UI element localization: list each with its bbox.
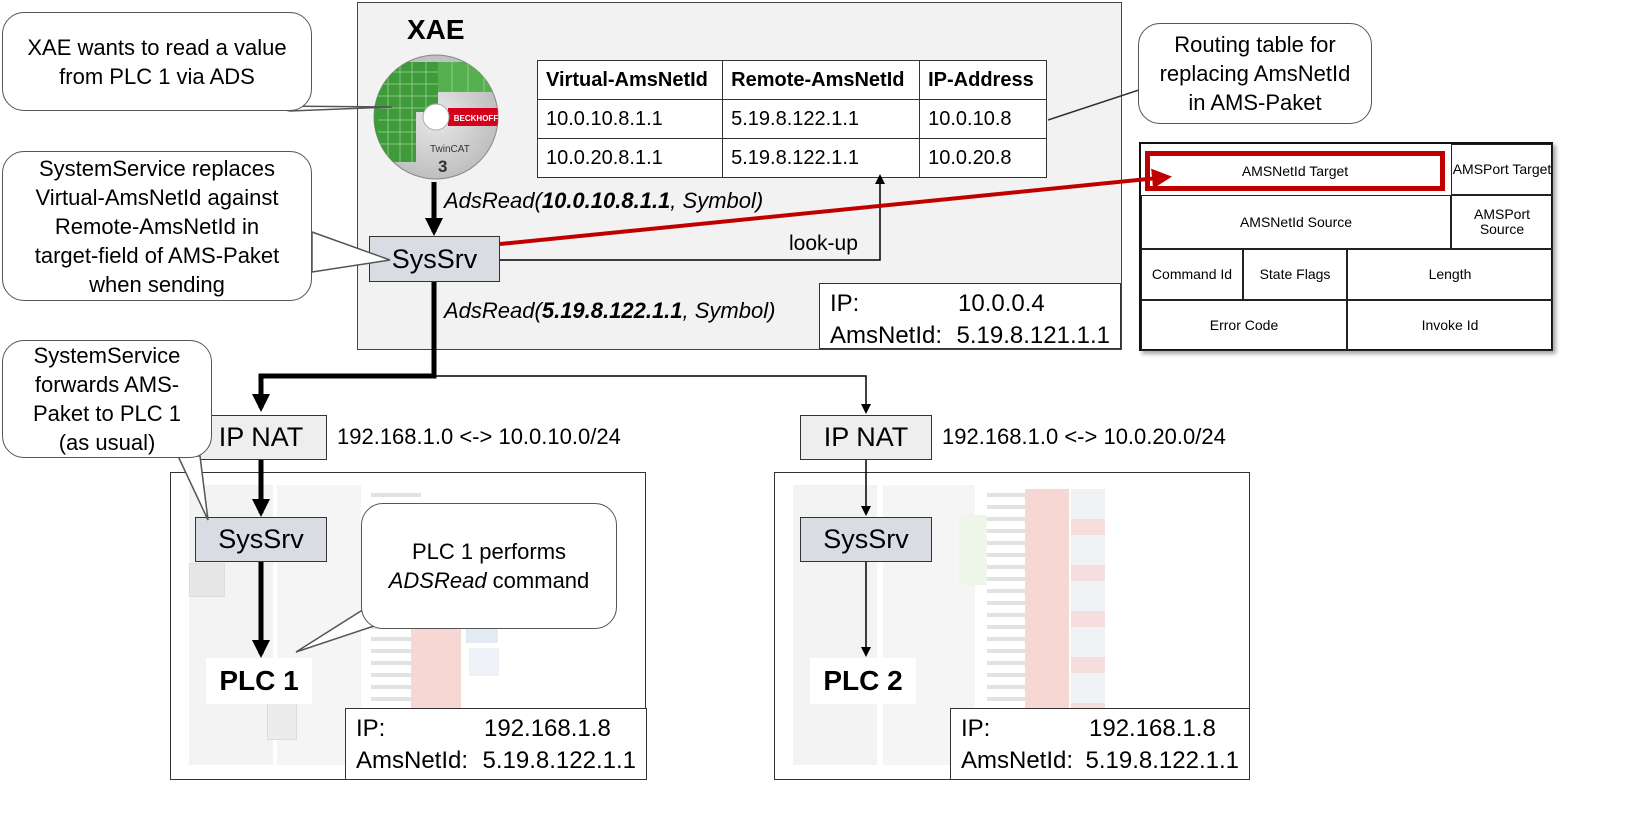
routing-header-ip: IP-Address (919, 60, 1047, 100)
xae-sysserv-box: SysSrv (369, 236, 500, 282)
xae-title: XAE (407, 14, 465, 45)
routing-cell: 10.0.20.8.1.1 (536, 138, 724, 178)
ip-value: 10.0.0.4 (958, 290, 1045, 317)
lookup-label: look-up (789, 232, 858, 255)
ams-invoke-id: Invoke Id (1347, 300, 1553, 351)
routing-table: Virtual-AmsNetId Remote-AmsNetId IP-Addr… (536, 60, 1047, 178)
plc2-nat-box: IP NAT (800, 415, 932, 460)
plc1-nat-box: IP NAT (195, 415, 327, 460)
callout-sysservice-replaces: SystemService replaces Virtual-AmsNetId … (2, 151, 312, 301)
plc2-sysserv-label: SysSrv (823, 524, 909, 554)
twincat-cd-icon: BECKHOFF TwinCAT 3 (373, 54, 499, 180)
ip-label: IP: (830, 290, 860, 317)
ads-read-remote: AdsRead(5.19.8.122.1.1, Symbol) (444, 298, 776, 323)
svg-text:BECKHOFF: BECKHOFF (454, 114, 499, 123)
xae-sysserv-label: SysSrv (391, 243, 478, 274)
ams-amsport-source: AMSPort Source (1451, 195, 1553, 249)
plc2-sysserv-box: SysSrv (800, 517, 932, 562)
routing-cell: 5.19.8.122.1.1 (722, 138, 921, 178)
plc1-sysserv-box: SysSrv (195, 517, 327, 562)
ams-command-id: Command Id (1141, 249, 1243, 300)
routing-cell: 10.0.10.8.1.1 (536, 99, 724, 139)
routing-header-virtual: Virtual-AmsNetId (536, 60, 724, 100)
plc2-nat-mapping: 192.168.1.0 <-> 10.0.20.0/24 (942, 424, 1226, 449)
routing-cell: 10.0.10.8 (919, 99, 1047, 139)
routing-header-remote: Remote-AmsNetId (722, 60, 921, 100)
ams-amsport-target: AMSPort Target (1451, 144, 1553, 195)
plc2-nat-label: IP NAT (823, 422, 909, 452)
sysserv-to-nat2-arrow (434, 375, 871, 414)
plc2-ip-box: IP:192.168.1.8 AmsNetId:5.19.8.122.1.1 (950, 708, 1250, 780)
ams-header-frame: AMSPort Target AMSNetId Source AMSPort S… (1139, 142, 1553, 351)
callout-routing-table: Routing table for replacing AmsNetId in … (1138, 23, 1372, 124)
plc2-label: PLC 2 (810, 658, 916, 704)
callout-plc1-performs: PLC 1 performs ADSRead command (361, 503, 617, 629)
routing-cell: 10.0.20.8 (919, 138, 1047, 178)
plc1-nat-mapping: 192.168.1.0 <-> 10.0.10.0/24 (337, 424, 621, 449)
amsnetid-value: 5.19.8.121.1.1 (956, 322, 1110, 349)
ams-error-code: Error Code (1141, 300, 1347, 351)
svg-text:3: 3 (438, 157, 447, 176)
ams-state-flags: State Flags (1243, 249, 1347, 300)
plc1-nat-label: IP NAT (218, 422, 304, 452)
ams-length: Length (1347, 249, 1553, 300)
ams-amsnetid-target: AMSNetId Target (1145, 151, 1445, 191)
plc1-ip-box: IP:192.168.1.8 AmsNetId:5.19.8.122.1.1 (345, 708, 647, 780)
callout-sysservice-forwards: SystemService forwards AMS- Paket to PLC… (2, 340, 212, 458)
ams-amsnetid-source: AMSNetId Source (1141, 195, 1451, 249)
routing-cell: 5.19.8.122.1.1 (722, 99, 921, 139)
xae-ip-box: IP: 10.0.0.4 AmsNetId: 5.19.8.121.1.1 (819, 283, 1121, 349)
amsnetid-label: AmsNetId: (830, 322, 943, 349)
svg-text:TwinCAT: TwinCAT (430, 144, 470, 155)
plc1-sysserv-label: SysSrv (218, 524, 304, 554)
plc1-label: PLC 1 (206, 658, 312, 704)
ads-read-virtual: AdsRead(10.0.10.8.1.1, Symbol) (444, 188, 764, 213)
